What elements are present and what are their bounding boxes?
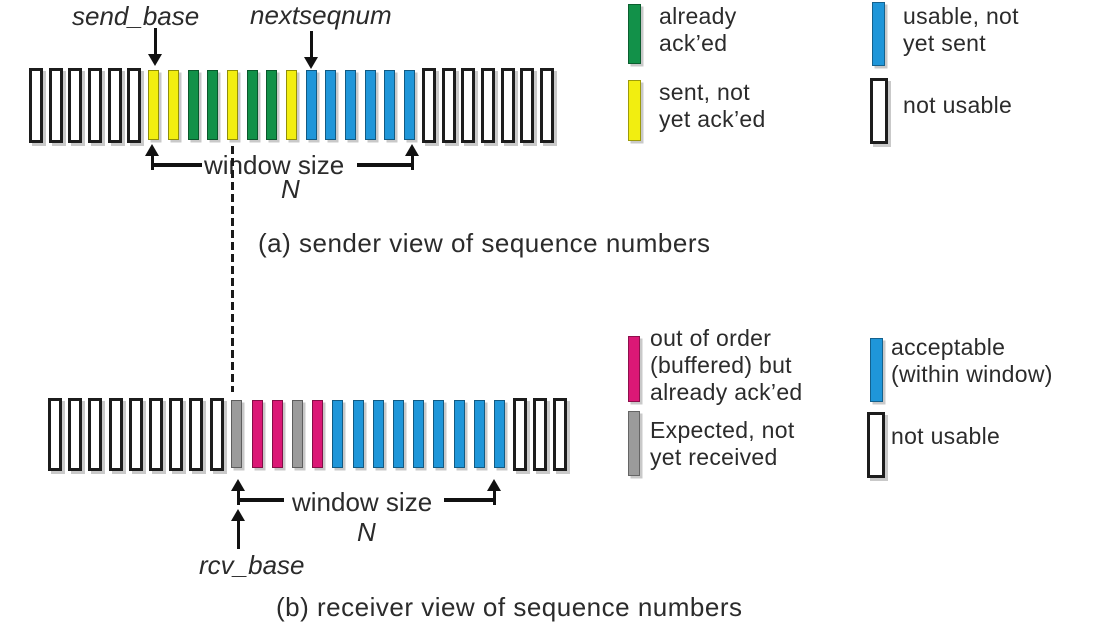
seq-bar-not-usable (189, 398, 204, 471)
seq-bar-not-usable (68, 68, 83, 143)
legend-label-expected: Expected, not yet received (650, 417, 795, 470)
seq-bar-not-usable (512, 398, 527, 471)
receiver-window-left-arrow (231, 479, 245, 505)
seq-bar-out-of-order (251, 400, 263, 468)
seq-bar-not-usable (422, 68, 436, 143)
seq-bar-acceptable (392, 400, 404, 468)
seq-bar-not-usable (149, 398, 163, 471)
send-base-label: send_base (72, 1, 200, 31)
seq-bar-not-usable (88, 398, 103, 471)
seq-bar-acceptable (372, 400, 384, 468)
seq-bar-acceptable (352, 400, 364, 468)
seq-bar-usable (325, 70, 337, 140)
seq-bar-not-usable (108, 398, 123, 471)
rcv-base-arrow (231, 509, 245, 549)
seq-bar-not-usable (209, 398, 224, 471)
seq-bar-usable (384, 70, 396, 140)
seq-bar-sent (227, 70, 238, 140)
receiver-window-left-line (238, 498, 284, 502)
legend-label-sent-not-acked: sent, not yet ack’ed (659, 79, 766, 132)
legend-label-usable-not-sent: usable, not yet sent (903, 3, 1019, 56)
seq-bar-not-usable (520, 68, 535, 143)
seq-bar-usable (344, 70, 356, 140)
seq-bar-not-usable (127, 68, 142, 143)
seq-bar-expected (291, 400, 303, 468)
seq-bar-not-usable (107, 68, 122, 143)
seq-bar-not-usable (532, 398, 547, 471)
legend-swatch-not-usable-receiver (867, 412, 885, 478)
legend-label-not-usable-sender: not usable (903, 92, 1013, 118)
sender-window-left-line (152, 163, 202, 167)
seq-bar-acceptable (453, 400, 465, 468)
seq-bar-not-usable (87, 68, 102, 143)
sender-window-size-label: window size (204, 150, 345, 180)
send-base-arrow (148, 28, 162, 66)
seq-bar-not-usable (128, 398, 143, 471)
seq-bar-out-of-order (312, 400, 324, 468)
receiver-window-size-label: window size (292, 487, 433, 517)
sender-caption: (a) sender view of sequence numbers (258, 228, 711, 258)
legend-swatch-already-acked (628, 4, 641, 64)
seq-bar-acceptable (433, 400, 445, 468)
rcv-base-label: rcv_base (199, 550, 305, 580)
seq-bar-not-usable (539, 68, 554, 143)
sender-window-left-arrow (145, 144, 159, 170)
legend-swatch-sent-not-acked (628, 80, 641, 141)
seq-bar-usable (364, 70, 376, 140)
seq-bar-sent (148, 70, 160, 140)
receiver-caption: (b) receiver view of sequence numbers (276, 592, 743, 622)
receiver-window-right-line (444, 498, 494, 502)
sender-window-right-arrow (405, 144, 419, 170)
seq-bar-acked (266, 70, 278, 140)
nextseqnum-label: nextseqnum (250, 0, 392, 30)
seq-bar-acceptable (413, 400, 425, 468)
seq-bar-not-usable (169, 398, 184, 471)
seq-bar-not-usable (441, 68, 456, 143)
legend-swatch-not-usable-sender (870, 78, 888, 144)
nextseqnum-arrow (304, 31, 318, 69)
seq-bar-not-usable (500, 68, 515, 143)
seq-bar-usable (403, 70, 415, 140)
legend-swatch-expected (628, 411, 640, 476)
seq-bar-sent (285, 70, 297, 140)
seq-bar-acked (246, 70, 258, 140)
seq-bar-not-usable (29, 68, 43, 143)
seq-bar-acceptable (473, 400, 485, 468)
seq-bar-acceptable (493, 400, 505, 468)
seq-bar-not-usable (48, 398, 62, 471)
seq-bar-not-usable (48, 68, 63, 143)
legend-label-out-of-order: out of order (buffered) but already ack’… (650, 325, 803, 405)
seq-bar-usable (305, 70, 317, 140)
sender-window-n-label: N (281, 174, 300, 204)
receiver-sequence-row (48, 398, 578, 471)
legend-swatch-acceptable (870, 338, 883, 402)
sender-sequence-row (29, 68, 564, 143)
seq-bar-not-usable (461, 68, 476, 143)
receiver-window-right-arrow (487, 479, 501, 505)
sender-window-right-line (357, 163, 411, 167)
seq-bar-sent (168, 70, 180, 140)
seq-bar-not-usable (480, 68, 495, 143)
seq-bar-not-usable (68, 398, 83, 471)
seq-bar-not-usable (553, 398, 567, 471)
legend-label-already-acked: already ack’ed (659, 3, 737, 56)
legend-label-acceptable: acceptable (within window) (891, 334, 1053, 387)
legend-swatch-out-of-order (628, 336, 640, 402)
base-alignment-dashed-line (231, 146, 234, 392)
seq-bar-out-of-order (271, 400, 283, 468)
seq-bar-acked (207, 70, 219, 140)
seq-bar-acceptable (332, 400, 344, 468)
legend-label-not-usable-receiver: not usable (891, 423, 1001, 449)
seq-bar-expected (231, 400, 243, 468)
legend-swatch-usable-not-sent (872, 2, 885, 66)
seq-bar-acked (187, 70, 199, 140)
receiver-window-n-label: N (357, 517, 376, 547)
